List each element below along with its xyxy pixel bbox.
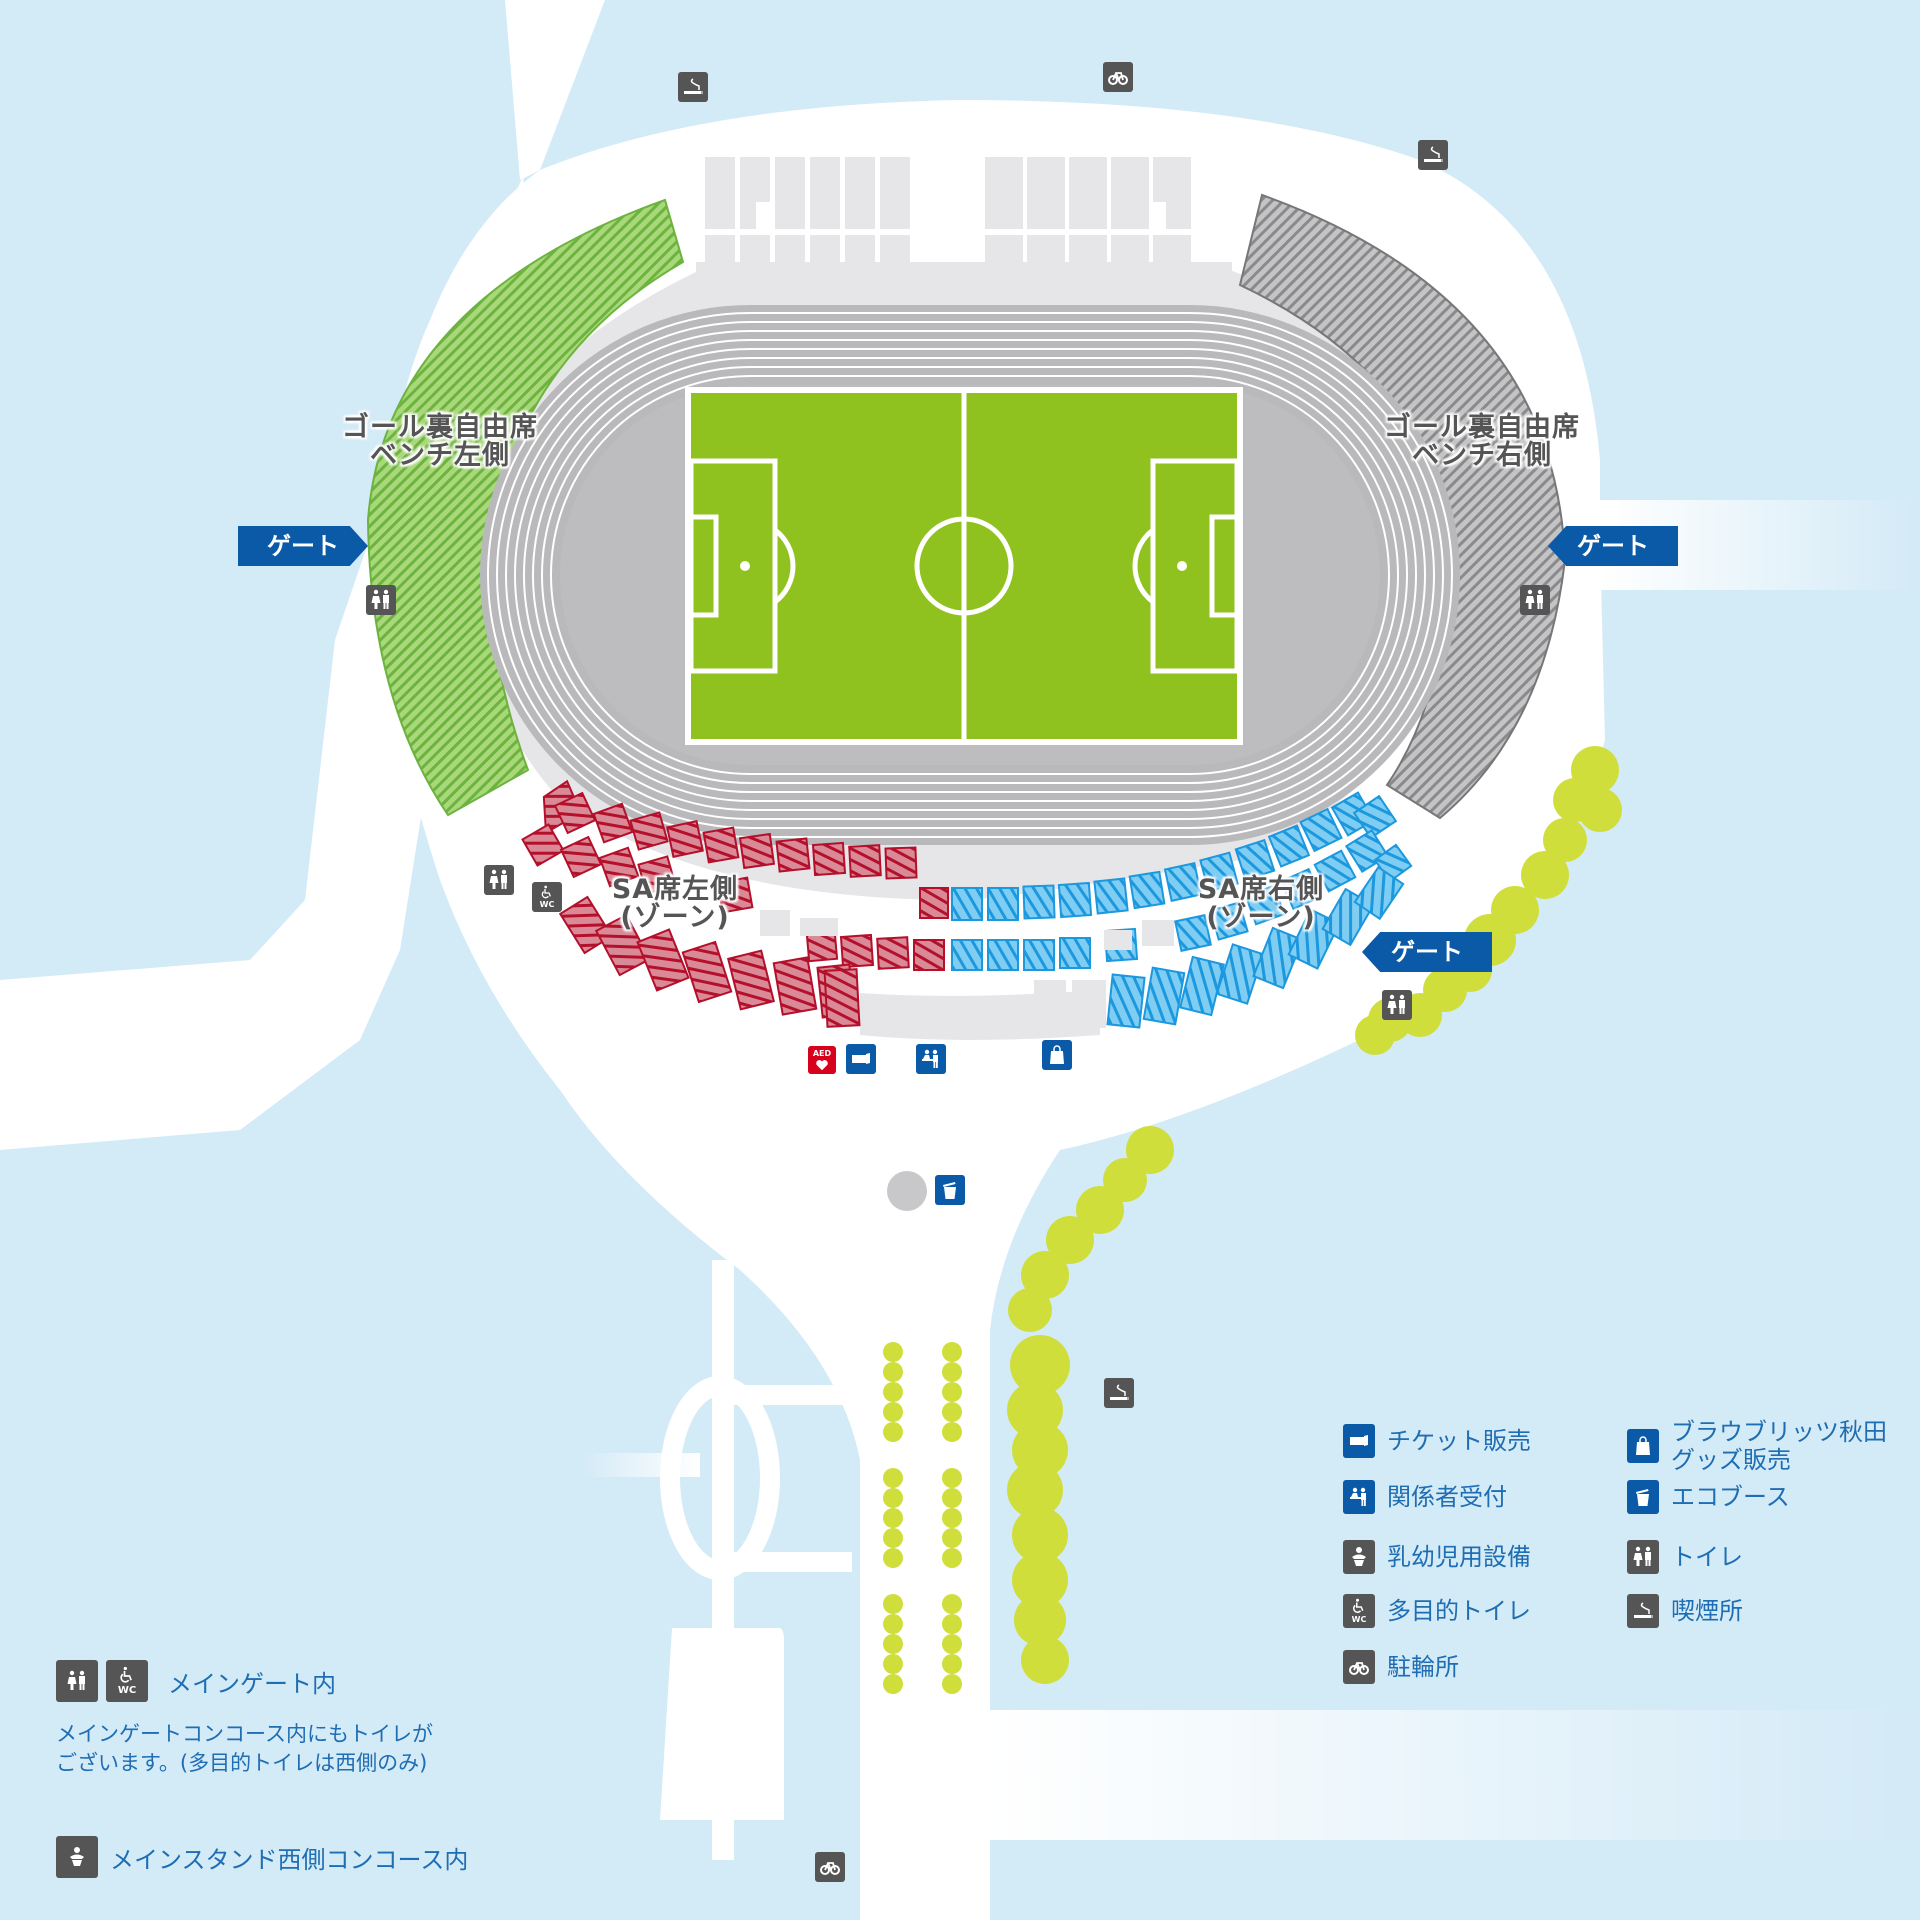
soccer-pitch <box>685 387 1243 745</box>
legend-item-accessible-wc: WC 多目的トイレ <box>1343 1594 1531 1628</box>
note-text-line: メインゲートコンコース内にもトイレが <box>56 1722 433 1746</box>
toilet-icon <box>1627 1540 1659 1574</box>
legend-label: 関係者受付 <box>1387 1483 1507 1511</box>
note-text-line: ございます。(多目的トイレは西側のみ) <box>56 1751 428 1775</box>
smoking-icon[interactable] <box>1104 1378 1134 1408</box>
zone-label-line: ゴール裏自由席 <box>1384 412 1580 443</box>
note-main-gate-text: メインゲートコンコース内にもトイレが ございます。(多目的トイレは西側のみ) <box>56 1720 433 1778</box>
bicycle-parking-icon[interactable] <box>815 1852 845 1882</box>
legend-label: 駐輪所 <box>1387 1653 1459 1681</box>
sa-right-seats[interactable] <box>951 791 1413 1029</box>
bicycle-parking-icon[interactable] <box>1103 62 1133 92</box>
back-stand-blocks <box>696 157 1232 276</box>
smoking-icon <box>1627 1594 1659 1628</box>
track-lanes <box>487 312 1453 838</box>
eco-booth-icon <box>1627 1480 1659 1514</box>
legend-item-goods: ブラウブリッツ秋田 グッズ販売 <box>1627 1418 1887 1474</box>
legend-item-toilet: トイレ <box>1627 1540 1743 1574</box>
zone-label-line: ゴール裏自由席 <box>342 412 538 443</box>
legend-label: 喫煙所 <box>1671 1597 1743 1625</box>
legend-item-reception: 関係者受付 <box>1343 1480 1507 1514</box>
note-baby-title: メインスタンド西側コンコース内 <box>110 1845 469 1874</box>
toilet-icon[interactable] <box>366 585 396 615</box>
zone-label-line: SA席右側 <box>1197 874 1325 905</box>
zone-label-line: SA席左側 <box>611 874 739 905</box>
legend-item-ticket: チケット販売 <box>1343 1424 1531 1458</box>
legend-item-baby: 乳幼児用設備 <box>1343 1540 1531 1574</box>
accessible-wc-icon: WC <box>1343 1594 1375 1628</box>
legend-label: トイレ <box>1671 1543 1743 1571</box>
legend-label-line: ブラウブリッツ秋田 <box>1671 1418 1887 1446</box>
goods-bag-icon[interactable] <box>1042 1040 1072 1070</box>
baby-care-icon <box>1343 1540 1375 1574</box>
smoking-icon[interactable] <box>678 72 708 102</box>
note-main-gate-title: メインゲート内 <box>168 1669 336 1698</box>
aed-icon[interactable]: AED <box>808 1046 836 1074</box>
bicycle-parking-icon <box>1343 1650 1375 1684</box>
reception-icon <box>1343 1480 1375 1514</box>
legend-item-eco: エコブース <box>1627 1480 1790 1514</box>
smoking-icon[interactable] <box>1418 140 1448 170</box>
aed-text: AED <box>812 1048 832 1058</box>
legend-label: 乳幼児用設備 <box>1387 1543 1531 1571</box>
goal-left-stand[interactable] <box>366 198 685 817</box>
legend-label-line: グッズ販売 <box>1671 1446 1791 1474</box>
reception-icon[interactable] <box>916 1044 946 1074</box>
eco-booth-icon[interactable] <box>935 1175 965 1205</box>
accessible-wc-icon: WC <box>106 1660 148 1702</box>
sa-gray-blocks <box>760 910 1174 1028</box>
baby-care-icon <box>56 1836 98 1878</box>
legend-item-smoking: 喫煙所 <box>1627 1594 1743 1628</box>
toilet-icon[interactable] <box>484 865 514 895</box>
zone-label-line: ベンチ左側 <box>370 440 510 471</box>
note-main-gate-header: WC メインゲート内 <box>56 1660 336 1702</box>
zone-label-sa-left: SA席左側 (ゾーン) <box>600 876 750 932</box>
toilet-icon[interactable] <box>1520 585 1550 615</box>
zone-label-line: (ゾーン) <box>620 902 730 933</box>
trees <box>883 746 1622 1694</box>
legend-label: エコブース <box>1671 1483 1790 1511</box>
legend-item-bicycle: 駐輪所 <box>1343 1650 1459 1684</box>
gate-southeast[interactable]: ゲート <box>1362 932 1492 972</box>
zone-label-goal-right: ゴール裏自由席 ベンチ右側 <box>1372 414 1592 470</box>
plaza-marker <box>887 1171 927 1211</box>
zone-label-line: (ゾーン) <box>1206 902 1316 933</box>
goods-bag-icon <box>1627 1429 1659 1463</box>
gate-west[interactable]: ゲート <box>238 526 368 566</box>
ticket-icon <box>1343 1424 1375 1458</box>
wc-text: WC <box>117 1685 137 1696</box>
toilet-icon <box>56 1660 98 1702</box>
sa-left-seats[interactable] <box>521 779 949 1028</box>
wc-text: WC <box>1351 1615 1367 1624</box>
legend-label: 多目的トイレ <box>1387 1597 1531 1625</box>
gate-east[interactable]: ゲート <box>1548 526 1678 566</box>
accessible-wc-icon[interactable]: WC <box>532 882 562 912</box>
legend-label: ブラウブリッツ秋田 グッズ販売 <box>1671 1418 1887 1474</box>
note-baby-header: メインスタンド西側コンコース内 <box>56 1836 468 1878</box>
wc-text: WC <box>539 900 555 909</box>
zone-label-sa-right: SA席右側 (ゾーン) <box>1186 876 1336 932</box>
toilet-icon[interactable] <box>1382 990 1412 1020</box>
zone-label-goal-left: ゴール裏自由席 ベンチ左側 <box>330 414 550 470</box>
legend-label: チケット販売 <box>1387 1427 1531 1455</box>
zone-label-line: ベンチ右側 <box>1412 440 1552 471</box>
ticket-icon[interactable] <box>846 1044 876 1074</box>
